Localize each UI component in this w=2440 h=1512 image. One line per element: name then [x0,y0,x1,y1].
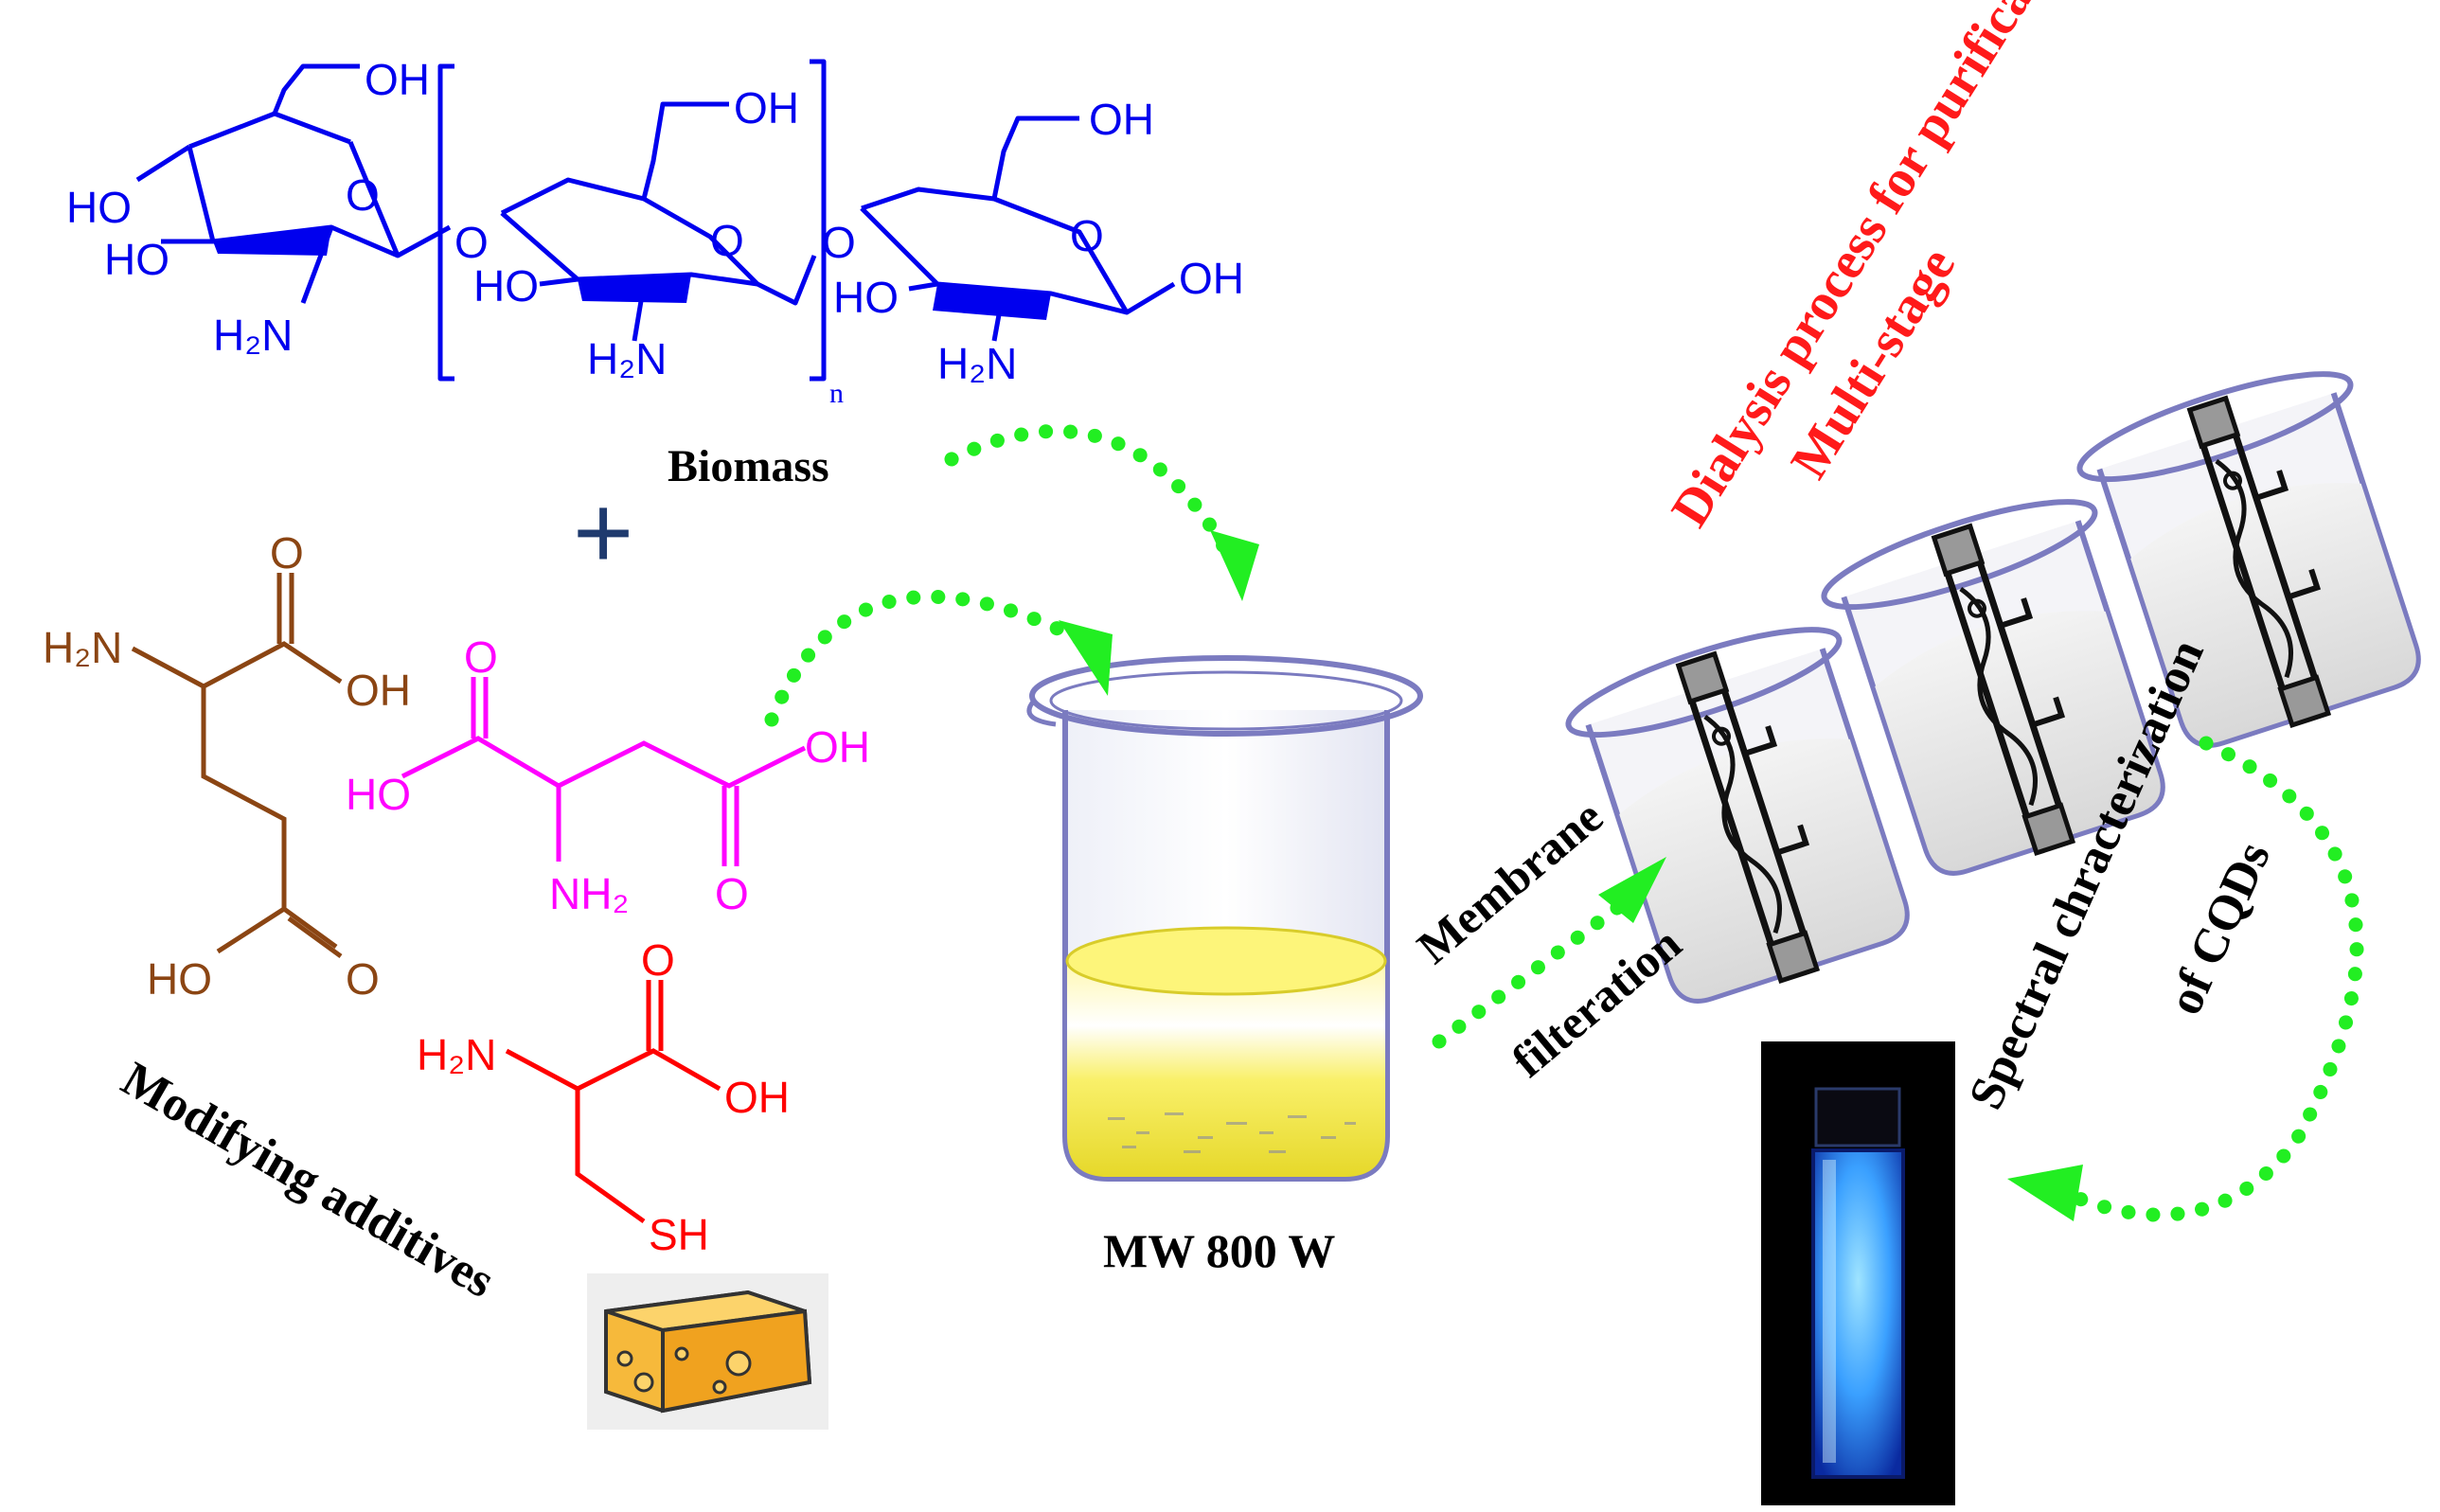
unit3-ring-o-label: O [1070,211,1104,260]
dialysis-beaker-3 [2076,371,2421,748]
glu-ho-bottom-label: HO [147,954,212,1004]
unit2-repeat-label: n [829,378,844,409]
unit2-ho-label: HO [473,261,539,311]
microwave-label: MW 800 W [1103,1224,1335,1277]
arrow-additives-to-beaker [764,589,1113,727]
plus-sign: + [573,474,633,591]
dialysis-beaker-1 [1565,627,1910,1004]
asp-o-right-label: O [715,869,749,918]
unit1-ho1-label: HO [66,183,132,232]
cheese-icon [587,1273,828,1430]
cysteine-labels: O OH H₂N SH [417,935,790,1259]
cysteine-structure [505,980,721,1224]
aspartic-acid-labels: O HO NH₂ OH O [346,632,870,918]
arrow-dialysis-to-cuvette [2007,736,2364,1222]
unit1-ho2-label: HO [104,235,169,284]
asp-oh-right-label: OH [805,722,870,772]
glu-o-top-label: O [270,528,304,578]
unit3-ho-label: HO [833,273,899,322]
chitosan-atom-labels: OH HO HO O O H₂N OH HO O H₂N n O OH HO O… [66,55,1244,409]
dialysis-beaker-2 [1821,499,2165,876]
arrow-biomass-to-beaker [944,424,1259,601]
glu-o-bottom-label: O [346,954,380,1004]
chitosan-structure [135,59,1176,382]
aspartic-acid-structure [401,677,807,866]
unit2-ch2oh-label: OH [734,83,799,133]
unit1-ring-o-label: O [346,170,380,220]
unit3-ch2oh-label: OH [1089,95,1154,144]
modifying-additives-label: Modifying additives [113,1052,504,1308]
spectral-label-line2: of CQDs [2158,834,2281,1023]
dialysis-title-line1: Dialysis process for purification - [1660,0,2107,537]
cys-oh-label: OH [724,1073,790,1122]
arrow-beaker-to-dialysis [1432,857,1666,1049]
unit2-link-o-label: O [822,218,856,267]
asp-nh2-label: NH₂ [549,869,629,918]
unit3-nh2-label: H₂N [937,339,1017,388]
glutamic-acid-structure [131,573,343,959]
unit3-oh-end-label: OH [1179,254,1244,303]
glu-nh2-label: H₂N [43,623,122,672]
biomass-label: Biomass [668,441,829,491]
cys-sh-label: SH [649,1210,709,1259]
cys-o-label: O [641,935,675,985]
dialysis-title: Dialysis process for purification - Mult… [1660,0,2107,537]
cys-nh2-label: H₂N [417,1030,496,1079]
cqd-cuvette-photo [1761,1041,1955,1505]
glu-oh-top-label: OH [346,666,411,715]
microwave-beaker [1026,655,1423,1182]
unit1-nh2-label: H₂N [213,311,293,360]
membrane-label: Membrane [1407,790,1612,974]
filteration-label: filteration [1502,916,1691,1087]
unit2-nh2-label: H₂N [587,334,667,383]
glutamic-acid-labels: O OH H₂N HO O [43,528,411,1004]
unit2-ring-o-label: O [710,216,744,265]
unit1-link-o-label: O [454,218,489,267]
asp-o-left-label: O [464,632,498,682]
unit1-ch2oh-label: OH [365,55,430,104]
asp-ho-left-label: HO [346,770,411,819]
